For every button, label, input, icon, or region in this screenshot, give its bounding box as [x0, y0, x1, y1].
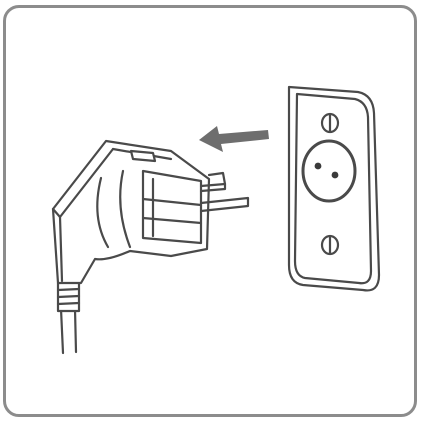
- illustration-frame: [3, 5, 417, 417]
- wall-socket-icon: [287, 85, 381, 292]
- power-plug-icon: [51, 139, 250, 355]
- plug-socket-illustration: [51, 85, 381, 355]
- insert-direction-arrow-icon: [199, 126, 269, 152]
